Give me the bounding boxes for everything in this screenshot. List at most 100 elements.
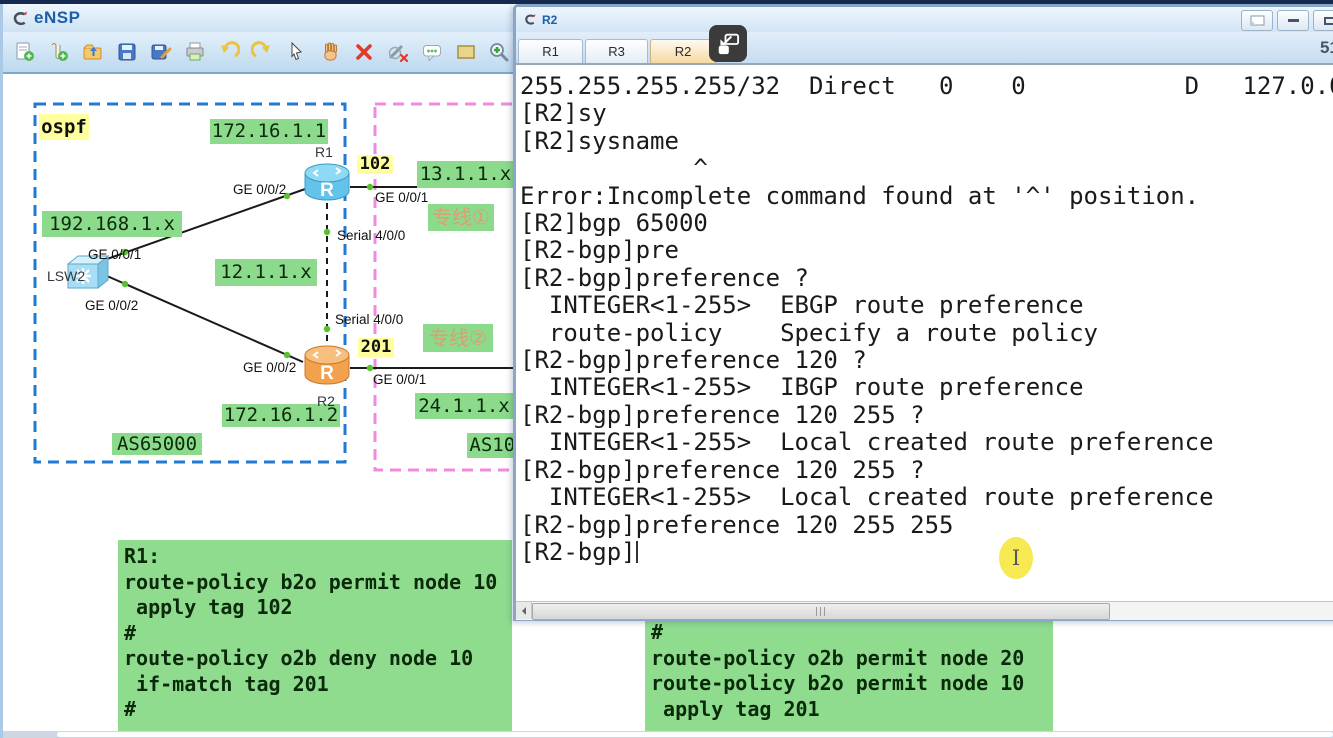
zoom-in-button[interactable] [486,38,513,66]
terminal-tabbar: R1 R3 R2 51 [516,32,1333,64]
console-line: INTEGER<1-255> Local created route prefe… [520,429,1333,456]
note-button[interactable] [418,38,445,66]
scrollbar-grip [816,607,826,616]
undo-button[interactable] [215,38,242,66]
label-leased-line-2: 专线② [423,324,493,352]
terminal-window-r2: R2 R1 R3 R2 51 [513,4,1333,621]
console-line: INTEGER<1-255> EBGP route preference [520,292,1333,319]
console-line: [R2-bgp]preference 120 255 255 [520,512,1333,539]
tab-r2-active[interactable]: R2 [650,39,716,63]
open-icon [82,41,104,63]
terminal-console[interactable]: 255.255.255.255/32 Direct 0 0 D 127.0.0.… [516,64,1333,601]
print-button[interactable] [181,38,208,66]
terminal-window-title: R2 [542,13,557,27]
zoom-in-icon [488,41,510,63]
note-bubble-icon [421,41,443,63]
console-line: INTEGER<1-255> IBGP route preference [520,374,1333,401]
console-prompt: [R2-bgp] [520,538,636,566]
text-caret [636,541,638,563]
console-line: [R2-bgp]preference 120 255 ? [520,457,1333,484]
label-leased-line-1: 专线① [428,204,494,231]
modify-delete-button[interactable] [384,38,411,66]
new-topology-icon [14,41,36,63]
console-line: 255.255.255.255/32 Direct 0 0 D 127.0.0. [520,73,1333,100]
link-lsw2-r2 [107,276,303,362]
label-net-r1-loopback: 172.16.1.1 [210,119,328,144]
config-line: route-policy b2o permit node 10 [124,570,506,596]
scrollbar-thumb[interactable] [532,603,1110,620]
redo-button[interactable] [249,38,276,66]
ensp-hscroll-track[interactable] [57,732,1333,737]
pan-button[interactable] [317,38,344,66]
console-line: route-policy Specify a route policy [520,320,1333,347]
port-label-lsw-ge001: GE 0/0/1 [88,247,141,262]
minimize-button[interactable] [1277,10,1309,31]
save-as-icon [150,41,172,63]
tab-r1[interactable]: R1 [518,39,583,63]
new-topology-button[interactable] [12,38,39,66]
maximize-icon [1324,17,1333,25]
pointer-icon [285,41,307,63]
config-line: apply tag 102 [124,595,506,621]
screen-capture-overlay-icon[interactable] [709,25,747,62]
pointer-button[interactable] [283,38,310,66]
config-line: if-match tag 201 [124,672,506,698]
save-as-button[interactable] [147,38,174,66]
new-text-icon [48,41,70,63]
config-note-r1[interactable]: R1: route-policy b2o permit node 10 appl… [118,540,512,738]
label-net-r2-wan: 24.1.1.x [415,393,513,419]
svg-text:R: R [320,180,334,201]
tab-r3[interactable]: R3 [585,39,648,63]
frame-button[interactable] [452,38,479,66]
clipped-number: 51 [1320,38,1333,58]
config-note-r2[interactable]: # route-policy o2b permit node 20 route-… [645,618,1053,738]
redo-icon [251,41,273,63]
shrink-to-corner-icon [712,28,744,60]
port-label-r1-serial: Serial 4/0/0 [337,228,405,243]
label-net-r1-r2: 12.1.1.x [215,259,317,286]
label-ospf-area: ospf [39,114,89,140]
console-line: [R2-bgp]preference 120 ? [520,347,1333,374]
delete-button[interactable] [351,38,378,66]
delete-x-icon [353,41,375,63]
terminal-window-logo-icon [524,13,537,26]
open-button[interactable] [80,38,107,66]
ensp-logo-icon [12,10,29,27]
scroll-left-arrow[interactable] [516,602,532,619]
port-label-r2-serial: Serial 4/0/0 [335,312,403,327]
new-text-button[interactable] [46,38,73,66]
frame-rect-icon [455,41,477,63]
ensp-horizontal-scrollbar[interactable] [0,731,1333,738]
terminal-window-controls [1241,10,1333,31]
console-line: Error:Incomplete command found at '^' po… [520,183,1333,210]
mouse-cursor-highlight: I [999,537,1033,579]
ensp-titlebar[interactable]: eNSP [0,4,513,32]
svg-text:R: R [320,363,334,384]
config-line: # [651,620,1047,646]
device-label-r1: R1 [315,144,333,160]
undo-icon [218,41,240,63]
config-line: # [124,621,506,647]
label-tag-102: 102 [357,155,393,174]
router-r2-icon[interactable]: R [305,346,349,384]
restore-window-button[interactable] [1241,10,1273,31]
terminal-titlebar[interactable]: R2 [516,7,1333,32]
port-label-r1-ge002: GE 0/0/2 [233,182,286,197]
label-net-r1-wan: 13.1.1.x [417,161,514,188]
console-line: [R2]bgp 65000 [520,210,1333,237]
print-icon [184,41,206,63]
router-r1-icon[interactable]: R [305,164,349,201]
modify-delete-icon [387,41,409,63]
ensp-title: eNSP [34,8,80,28]
port-label-lsw-ge002: GE 0/0/2 [85,298,138,313]
console-line: [R2-bgp]preference 120 255 ? [520,402,1333,429]
ibeam-cursor-icon: I [1012,546,1020,570]
ensp-toolbar [0,32,513,74]
terminal-horizontal-scrollbar[interactable] [516,601,1333,620]
save-button[interactable] [114,38,141,66]
label-as65000: AS65000 [112,433,202,455]
console-line: ^ [520,155,1333,182]
restore-window-icon [1250,15,1265,26]
maximize-button[interactable] [1313,10,1333,31]
